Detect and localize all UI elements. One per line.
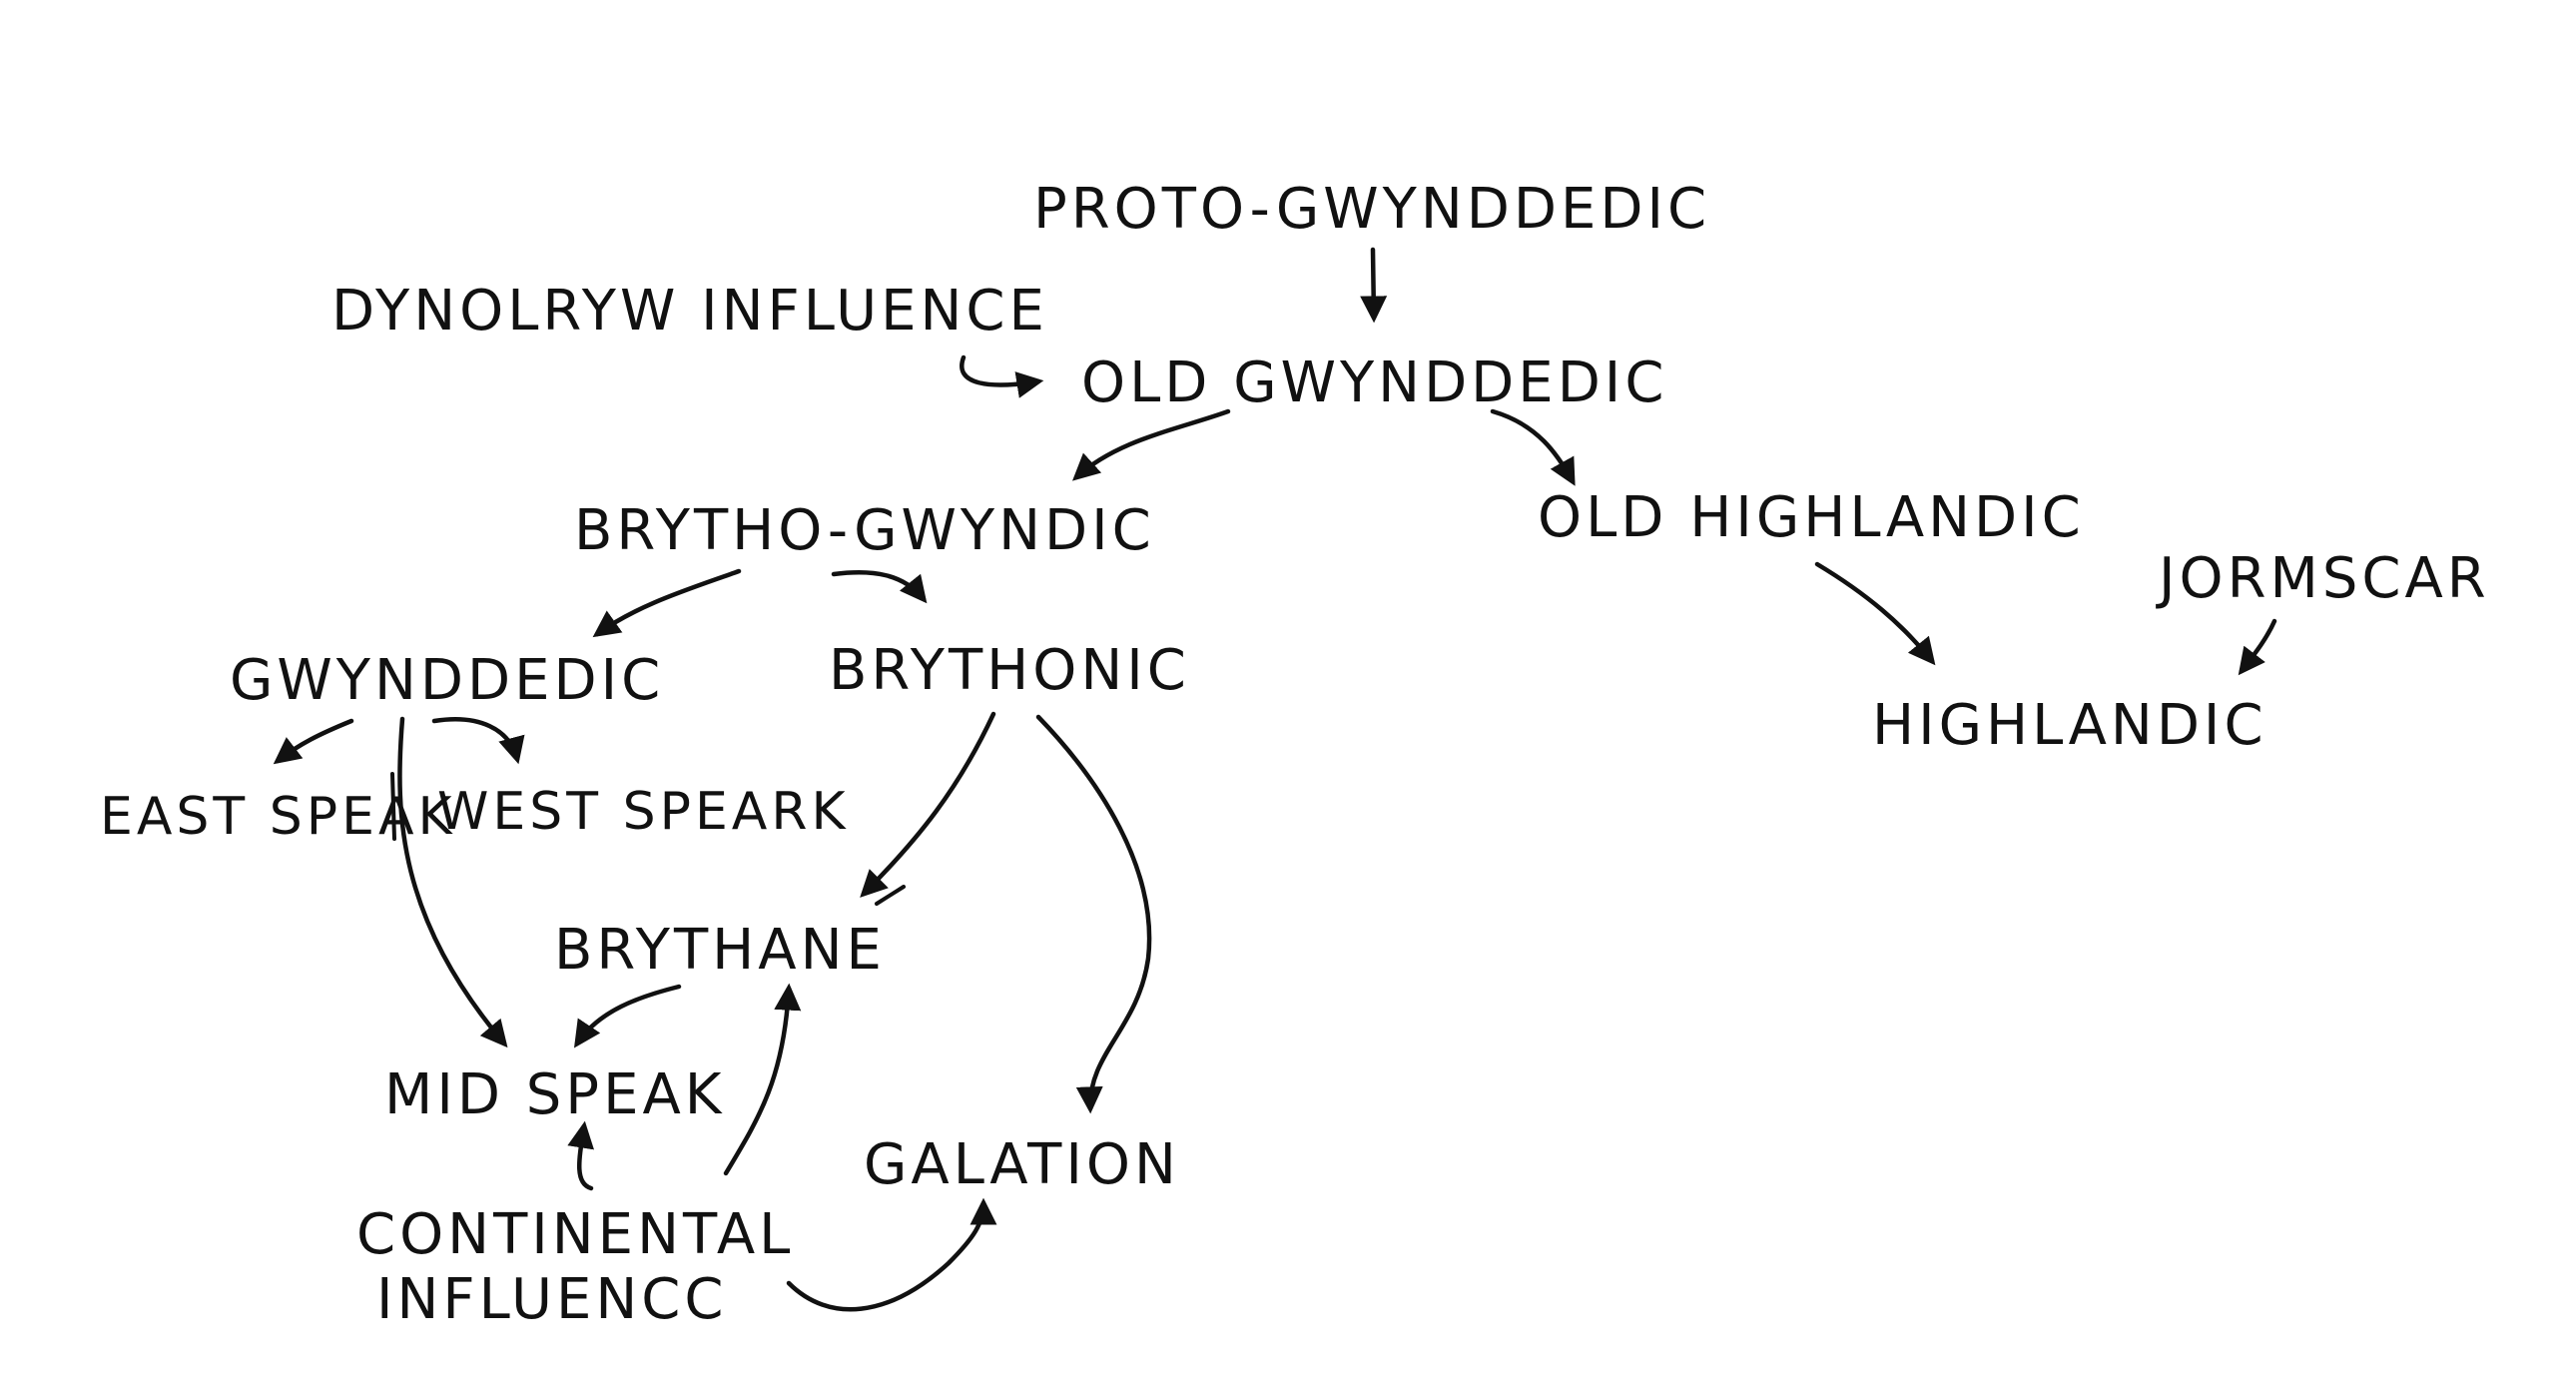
edges — [273, 247, 2277, 1312]
node-brythane: BRYTHANE — [554, 918, 886, 983]
edge-brythonic-to-brythane — [860, 711, 996, 898]
edge-continental-to-galation — [786, 1197, 997, 1312]
node-west-speak: WEST SPEARK — [437, 782, 850, 842]
node-mid-speak: MID SPEAK — [384, 1062, 725, 1127]
node-old-gwynddedic: OLD GWYNDDEDIC — [1081, 350, 1667, 415]
edge-brythane-to-mid-speak — [574, 984, 682, 1048]
node-jormscar: JORMSCAR — [2156, 546, 2490, 611]
edge-continental-to-brythane — [723, 983, 802, 1176]
node-continental-line1: CONTINENTAL — [356, 1202, 794, 1267]
node-dynolryw-influence: DYNOLRYW INFLUENCE — [331, 279, 1048, 344]
node-brytho-gwyndic: BRYTHO-GWYNDIC — [574, 498, 1155, 563]
edge-brytho-to-gwynddedic — [592, 568, 742, 638]
node-galation: GALATION — [864, 1132, 1180, 1197]
separator-stroke — [390, 772, 396, 841]
node-proto-gwynddedic: PROTO-GWYNDDEDIC — [1033, 177, 1710, 242]
node-highlandic: HIGHLANDIC — [1872, 693, 2267, 758]
node-labels: PROTO-GWYNDDEDIC DYNOLRYW INFLUENCE OLD … — [100, 177, 2490, 1332]
edge-old-gwynddedic-to-brytho-gwyndic — [1071, 408, 1231, 481]
edge-old-highlandic-to-highlandic — [1814, 561, 1936, 666]
edge-dynolryw-to-old-gwynddedic — [960, 354, 1044, 398]
edge-gwynddedic-to-mid-speak — [397, 716, 508, 1048]
edge-proto-to-old-gwynddedic — [1360, 247, 1388, 324]
node-old-highlandic: OLD HIGHLANDIC — [1538, 485, 2085, 550]
edge-jormscar-to-highlandic — [2238, 618, 2277, 676]
node-continental-line2: INFLUENCC — [376, 1267, 728, 1332]
edge-old-gwynddedic-to-old-highlandic — [1490, 408, 1576, 486]
node-east-speak: EAST SPEAK — [100, 787, 456, 847]
edge-gwynddedic-to-west-speak — [431, 717, 525, 765]
edge-brythonic-to-galation — [1035, 714, 1152, 1114]
node-gwynddedic: GWYNDDEDIC — [230, 648, 664, 713]
accent-mark — [875, 885, 906, 906]
edge-brytho-to-brythonic — [831, 570, 928, 604]
node-brythonic: BRYTHONIC — [829, 638, 1190, 703]
edge-gwynddedic-to-east-speak — [273, 718, 354, 765]
edge-continental-to-mid-speak — [567, 1120, 595, 1191]
